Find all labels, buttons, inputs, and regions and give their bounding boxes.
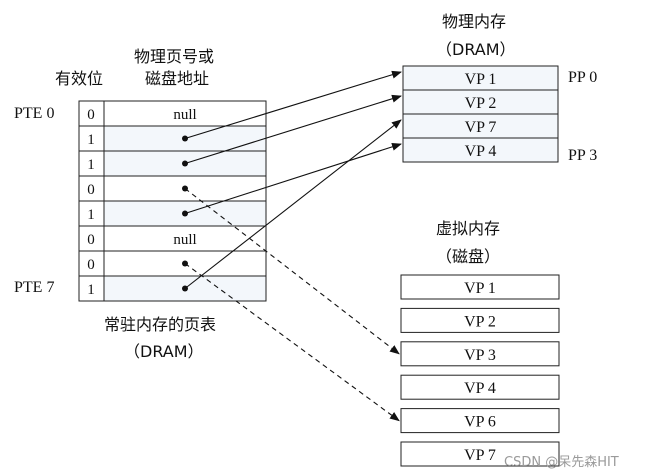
physical-page-label: VP 2 xyxy=(465,95,497,112)
page-table-row: 0 xyxy=(78,250,267,277)
page-table-row: 0 xyxy=(78,175,267,202)
physical-page-label: VP 4 xyxy=(465,143,497,160)
physical-page-box xyxy=(402,65,559,91)
physical-page: VP 1 xyxy=(402,65,559,91)
disk-page-label: VP 2 xyxy=(464,313,496,330)
address-header-line1: 物理页号或 xyxy=(134,47,214,66)
valid-bit-value: 0 xyxy=(87,257,95,273)
physical-memory-title-line1: 物理内存 xyxy=(442,12,506,31)
physical-mapping-arrow xyxy=(184,119,402,289)
valid-bit-header: 有效位 xyxy=(55,69,103,88)
disk-page-box xyxy=(400,441,560,467)
address-header-line2: 磁盘地址 xyxy=(145,69,209,88)
page-table-caption-line1: 常驻内存的页表 xyxy=(104,315,216,334)
disk-page-box xyxy=(400,408,560,434)
page-table: 0 null 1 1 0 1 0 null 0 1 xyxy=(78,100,267,302)
physical-mapping-arrow xyxy=(184,70,402,140)
disk-page-label: VP 7 xyxy=(464,447,496,464)
virtual-memory-disk: VP 1 VP 2 VP 3 VP 4 VP 6 VP 7 xyxy=(400,274,560,467)
pte-last-label: PTE 7 xyxy=(14,279,54,296)
page-table-row: 1 xyxy=(78,275,267,302)
address-cell xyxy=(103,175,267,202)
mapping-arrows xyxy=(182,70,402,422)
valid-bit-cell xyxy=(78,175,105,202)
disk-page: VP 4 xyxy=(400,374,560,400)
physical-mapping-arrow xyxy=(184,94,402,165)
disk-page-box xyxy=(400,341,560,367)
virtual-memory-title-line2: （磁盘） xyxy=(436,247,500,266)
valid-bit-value: 0 xyxy=(87,232,95,248)
disk-page-label: VP 1 xyxy=(464,280,496,297)
valid-bit-cell xyxy=(78,200,105,227)
physical-memory-title-line2: （DRAM） xyxy=(436,40,516,59)
disk-page-box xyxy=(400,307,560,333)
valid-bit-cell xyxy=(78,250,105,277)
valid-bit-value: 1 xyxy=(87,132,95,148)
physical-page: VP 4 xyxy=(402,137,559,163)
valid-bit-value: 1 xyxy=(87,157,95,173)
pp-first-label: PP 0 xyxy=(568,69,597,86)
valid-bit-value: 1 xyxy=(87,207,95,223)
disk-page: VP 2 xyxy=(400,307,560,333)
physical-page: VP 7 xyxy=(402,113,559,139)
disk-mapping-arrow xyxy=(184,263,400,422)
physical-page-box xyxy=(402,137,559,163)
watermark: CSDN @呆先森HIT xyxy=(504,455,619,470)
pp-last-label: PP 3 xyxy=(568,147,597,164)
physical-mapping-arrow xyxy=(184,142,402,215)
address-null-value: null xyxy=(173,107,196,123)
page-table-row: 0 null xyxy=(78,100,267,127)
page-table-row: 1 xyxy=(78,150,267,177)
disk-page: VP 3 xyxy=(400,341,560,367)
physical-page-box xyxy=(402,113,559,139)
page-table-caption-line2: （DRAM） xyxy=(124,342,204,361)
valid-bit-value: 0 xyxy=(87,182,95,198)
address-null-value: null xyxy=(173,232,196,248)
physical-page-label: VP 1 xyxy=(465,71,497,88)
valid-bit-value: 1 xyxy=(87,282,95,298)
disk-page-box xyxy=(400,374,560,400)
page-table-row: 0 null xyxy=(78,225,267,252)
page-table-row: 1 xyxy=(78,200,267,227)
disk-page: VP 6 xyxy=(400,408,560,434)
disk-page-label: VP 4 xyxy=(464,380,496,397)
physical-page-label: VP 7 xyxy=(465,119,497,136)
disk-mapping-arrow xyxy=(184,188,400,355)
physical-page-box xyxy=(402,89,559,115)
pte-first-label: PTE 0 xyxy=(14,105,54,122)
physical-memory: VP 1 VP 2 VP 7 VP 4 xyxy=(402,65,559,163)
virtual-memory-title-line1: 虚拟内存 xyxy=(436,219,500,238)
disk-page-label: VP 6 xyxy=(464,414,496,431)
disk-page-label: VP 3 xyxy=(464,347,496,364)
disk-page: VP 7 xyxy=(400,441,560,467)
physical-page: VP 2 xyxy=(402,89,559,115)
valid-bit-cell xyxy=(78,225,105,252)
valid-bit-cell xyxy=(78,275,105,302)
disk-page-box xyxy=(400,274,560,300)
valid-bit-value: 0 xyxy=(87,107,95,123)
disk-page: VP 1 xyxy=(400,274,560,300)
valid-bit-cell xyxy=(78,125,105,152)
